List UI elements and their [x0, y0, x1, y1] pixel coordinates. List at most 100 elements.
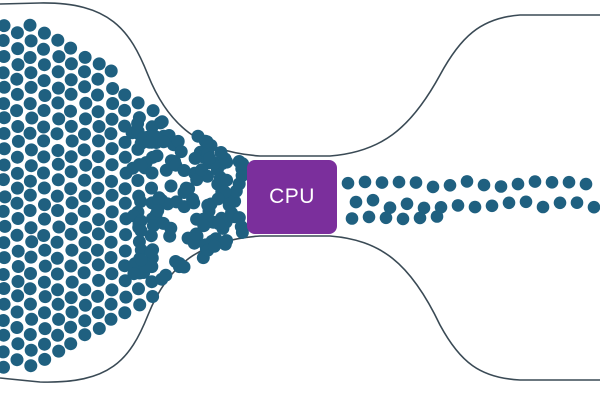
data-dot [51, 297, 65, 311]
data-dot [0, 34, 10, 47]
data-dot [188, 151, 202, 165]
data-dot [10, 305, 24, 319]
data-dot [375, 176, 389, 189]
data-dot [77, 204, 91, 218]
data-dot [156, 216, 170, 230]
data-dot [155, 115, 169, 129]
data-dot [341, 176, 355, 190]
data-dot [159, 163, 173, 177]
data-dot [0, 345, 10, 359]
data-dot [105, 283, 119, 297]
data-dot [528, 175, 542, 188]
data-dot [79, 96, 93, 110]
data-dot [146, 219, 160, 233]
data-dot [545, 176, 559, 189]
data-dot [132, 282, 145, 296]
cpu-label: CPU [269, 185, 315, 208]
data-dot [171, 134, 185, 148]
data-dot [37, 58, 51, 72]
data-dot [92, 213, 106, 227]
data-dot [52, 220, 66, 234]
data-dot [50, 127, 64, 141]
data-dot [502, 196, 516, 210]
data-dot [417, 201, 431, 215]
data-dot [0, 251, 11, 265]
data-dot [358, 175, 372, 189]
data-dot [92, 196, 105, 210]
data-dot [23, 204, 37, 217]
data-dot [10, 196, 24, 210]
data-dot [78, 314, 92, 328]
data-dot [10, 104, 24, 118]
data-dot [38, 259, 52, 273]
data-dot [64, 119, 78, 133]
data-dot [485, 199, 499, 213]
data-dot [37, 42, 50, 56]
data-dot [426, 180, 440, 194]
data-dot [78, 50, 92, 64]
data-dot [201, 198, 215, 212]
data-dot [105, 205, 119, 219]
data-dot [232, 211, 246, 225]
data-dot [37, 134, 51, 148]
data-dot [104, 127, 118, 141]
data-dot [11, 337, 25, 351]
data-dot [38, 243, 52, 257]
data-dot [118, 244, 132, 258]
data-dot [92, 273, 106, 287]
data-dot [51, 328, 65, 342]
data-dot [23, 328, 37, 341]
data-dot [207, 239, 221, 253]
data-dot [11, 275, 25, 288]
data-dot [37, 26, 51, 40]
data-dot [37, 166, 50, 180]
data-dot [11, 212, 25, 225]
data-dot [0, 314, 10, 327]
data-dot [65, 212, 78, 226]
data-dot [186, 192, 200, 206]
data-dot [212, 217, 226, 231]
data-dot [174, 145, 188, 159]
data-dot [38, 337, 51, 351]
data-dot [52, 312, 66, 326]
data-dot [91, 227, 105, 241]
data-dot [64, 73, 78, 87]
data-dot [78, 328, 92, 342]
funnel-top-edge [0, 2, 600, 157]
data-dot [105, 267, 119, 281]
data-dot [51, 81, 65, 95]
data-dot [379, 211, 393, 225]
data-dot [144, 229, 158, 243]
data-dot [157, 135, 171, 149]
data-dot [142, 135, 156, 149]
data-dot [400, 197, 414, 211]
data-dot [90, 243, 104, 257]
data-dot [0, 282, 11, 295]
data-dot [134, 253, 148, 267]
data-dot [64, 165, 78, 179]
data-dot [177, 164, 191, 177]
data-dot [77, 266, 91, 280]
data-dot [92, 134, 105, 148]
data-dot [220, 173, 234, 187]
data-dot [460, 175, 474, 188]
data-dot [0, 360, 10, 374]
data-dot [24, 80, 38, 94]
data-dot [0, 236, 11, 250]
data-dot [104, 220, 118, 233]
data-dot [119, 228, 133, 242]
data-dot [413, 211, 427, 225]
data-dot [51, 204, 65, 217]
data-dot [78, 65, 91, 79]
data-dot [24, 159, 38, 173]
data-dot [10, 150, 24, 164]
data-dot [10, 321, 24, 334]
data-dot [77, 143, 91, 157]
data-dot [24, 143, 38, 157]
data-dot [134, 158, 148, 172]
data-dot [189, 227, 203, 241]
data-dot [579, 177, 593, 191]
data-dot [0, 297, 11, 311]
data-dot [211, 192, 225, 206]
data-dot [37, 229, 51, 242]
